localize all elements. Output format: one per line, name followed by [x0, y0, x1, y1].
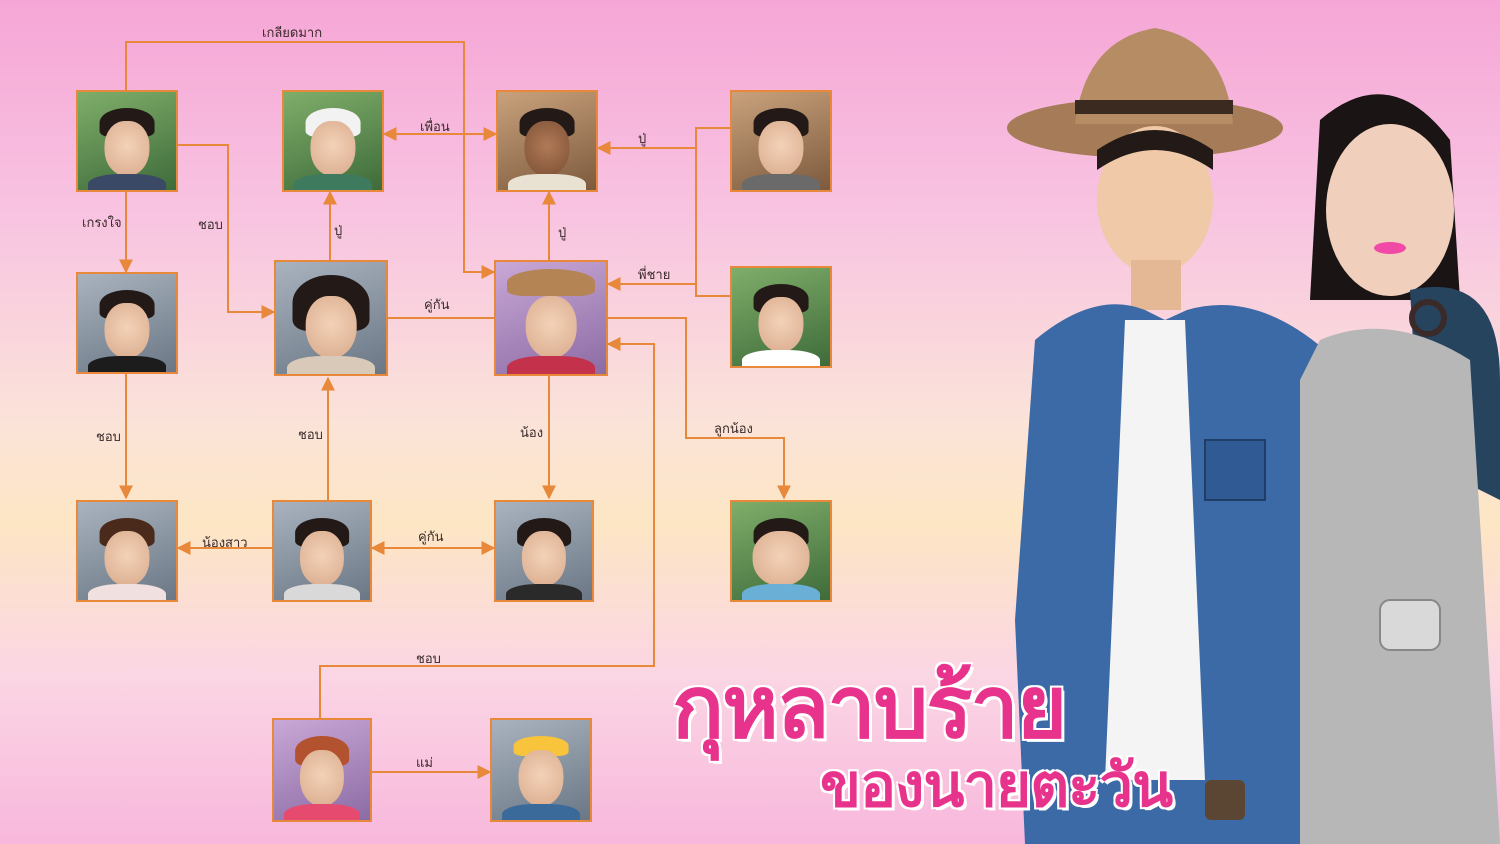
character-photo-4 [730, 90, 832, 192]
link-subordinate [608, 317, 791, 500]
character-photo-8 [730, 266, 832, 368]
label-grandpa-2: ปู่ [334, 224, 343, 239]
link-hate [125, 41, 496, 279]
label-sister: น้องสาว [202, 536, 248, 551]
character-photo-11 [494, 500, 594, 602]
link-grandpa-1 [596, 127, 730, 155]
label-likes-4: ชอบ [416, 652, 441, 667]
label-subordinate: ลูกน้อง [714, 422, 753, 437]
label-couple-2: คู่กัน [418, 530, 444, 545]
character-photo-10 [272, 500, 372, 602]
drama-title-line1: กุหลาบร้าย [672, 657, 1067, 758]
character-photo-3 [496, 90, 598, 192]
character-photo-1 [76, 90, 178, 192]
label-fear: เกรงใจ [82, 216, 122, 231]
character-photo-9 [76, 500, 178, 602]
lead-actor-figure [1007, 28, 1355, 844]
label-likes-1: ชอบ [198, 218, 223, 233]
link-likes-4 [319, 337, 655, 718]
label-couple-1: คู่กัน [424, 298, 450, 313]
link-brother [695, 128, 730, 297]
character-photo-14 [490, 718, 592, 822]
label-friend: เพื่อน [420, 120, 450, 135]
character-photo-6 [274, 260, 388, 376]
character-photo-12 [730, 500, 832, 602]
label-sibling: น้อง [520, 426, 544, 441]
link-likes-1 [178, 144, 276, 319]
label-mother: แม่ [416, 756, 433, 771]
label-likes-3: ชอบ [298, 428, 323, 443]
label-likes-2: ชอบ [96, 430, 121, 445]
character-photo-13 [272, 718, 372, 822]
label-grandpa-1: ปู่ [638, 132, 647, 147]
label-brother: พี่ชาย [638, 268, 671, 283]
label-grandpa-3: ปู่ [558, 226, 567, 241]
character-photo-7 [494, 260, 608, 376]
lead-actress-figure [1300, 94, 1500, 844]
character-photo-5 [76, 272, 178, 374]
drama-title-line2: ของนายตะวัน [820, 751, 1173, 821]
character-photo-2 [282, 90, 384, 192]
label-hate: เกลียดมาก [262, 26, 323, 41]
